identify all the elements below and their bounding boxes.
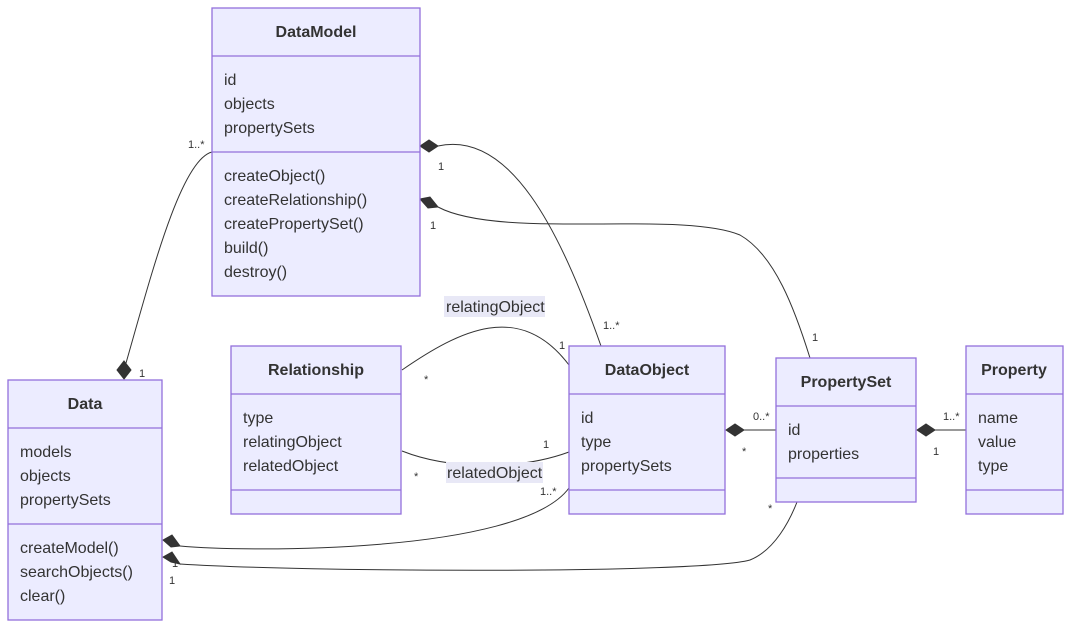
class-attribute: type [581, 434, 611, 451]
class-attribute: value [978, 434, 1016, 451]
multiplicity-label: * [768, 503, 773, 515]
multiplicity-label: * [424, 374, 429, 386]
class-attribute: objects [224, 96, 275, 113]
edge-label-background [444, 296, 545, 317]
class-attribute: type [243, 410, 273, 427]
class-data[interactable]: Data models objects propertySets createM… [7, 379, 163, 621]
class-attribute: models [20, 444, 72, 461]
class-name: Relationship [268, 362, 364, 379]
class-box [568, 345, 726, 515]
class-relationship[interactable]: Relationship type relatingObject related… [230, 345, 402, 515]
class-box [7, 379, 163, 621]
edge-data-propertyset: 1 * [162, 501, 798, 587]
class-attribute: properties [788, 446, 859, 463]
class-name: Property [981, 362, 1047, 379]
class-method: createRelationship() [224, 192, 367, 209]
multiplicity-label: 1 [543, 439, 549, 451]
composition-diamond [116, 360, 132, 380]
class-attribute: propertySets [224, 120, 315, 137]
class-box [230, 345, 402, 515]
edge-propertyset-property: 1..* 1 [916, 411, 966, 458]
composition-diamond [162, 551, 182, 565]
class-property[interactable]: Property name value type [965, 345, 1064, 515]
class-method: destroy() [224, 264, 287, 281]
multiplicity-label: 1 [430, 220, 436, 232]
multiplicity-label: 1 [933, 446, 939, 458]
class-box [965, 345, 1064, 515]
class-attribute: type [978, 458, 1008, 475]
multiplicity-label: 1 [139, 368, 145, 380]
class-method: searchObjects() [20, 564, 133, 581]
multiplicity-label: 1 [172, 558, 178, 570]
class-name: DataObject [605, 362, 690, 379]
edge-dataobject-propertyset: 0..* * [725, 411, 776, 458]
edge-relationship-dataobject-relating: relatingObject * 1 [401, 296, 570, 386]
class-attribute: objects [20, 468, 71, 485]
multiplicity-label: 1 [559, 340, 565, 352]
edge-label: relatedObject [447, 465, 543, 482]
edge-label: relatingObject [446, 299, 545, 316]
class-attribute: id [224, 72, 236, 89]
edge-relationship-dataobject-related: relatedObject * 1 [401, 439, 570, 483]
class-method: createModel() [20, 540, 119, 557]
class-attribute: name [978, 410, 1018, 427]
class-attribute: id [581, 410, 593, 427]
class-name: DataModel [276, 24, 357, 41]
class-dataobject[interactable]: DataObject id type propertySets [568, 345, 726, 515]
multiplicity-label: 1..* [540, 486, 557, 498]
class-method: clear() [20, 588, 65, 605]
multiplicity-label: 1..* [943, 411, 960, 423]
class-method: createPropertySet() [224, 216, 364, 233]
class-attribute: propertySets [581, 458, 672, 475]
edge-data-datamodel: 1 1..* [116, 139, 213, 380]
class-attribute: relatingObject [243, 434, 342, 451]
multiplicity-label: * [414, 471, 419, 483]
composition-diamond [162, 534, 181, 548]
edge-data-dataobject: 1 1..* [162, 486, 570, 570]
edge-datamodel-propertyset: 1 1 [419, 196, 818, 359]
multiplicity-label: 1..* [603, 320, 620, 332]
class-attribute: id [788, 422, 800, 439]
class-propertyset[interactable]: PropertySet id properties [775, 357, 917, 503]
class-name: Data [68, 396, 103, 413]
multiplicity-label: 0..* [753, 411, 770, 423]
composition-diamond [725, 423, 745, 437]
edge-datamodel-dataobject: 1 1..* [419, 139, 620, 347]
class-name: PropertySet [801, 374, 892, 391]
class-attribute: relatedObject [243, 458, 339, 475]
class-method: createObject() [224, 168, 325, 185]
composition-diamond [419, 196, 439, 209]
multiplicity-label: 1 [169, 575, 175, 587]
class-attribute: propertySets [20, 492, 111, 509]
multiplicity-label: 1..* [188, 139, 205, 151]
composition-diamond [916, 423, 936, 437]
multiplicity-label: 1 [438, 161, 444, 173]
multiplicity-label: * [742, 446, 747, 458]
class-method: build() [224, 240, 268, 257]
class-datamodel[interactable]: DataModel id objects propertySets create… [211, 7, 421, 297]
edge-label-background [446, 462, 543, 483]
composition-diamond [419, 139, 439, 153]
multiplicity-label: 1 [812, 332, 818, 344]
